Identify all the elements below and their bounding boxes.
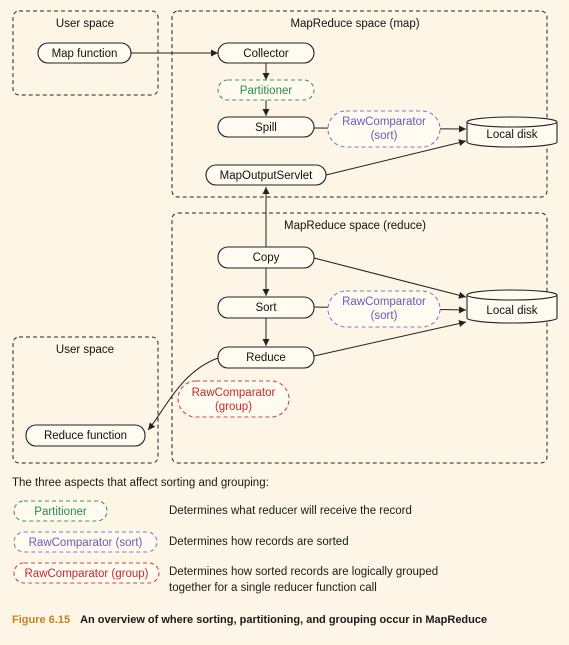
legend-partitioner-swatch xyxy=(13,500,108,522)
reduce-space-label: MapReduce space (reduce) xyxy=(284,220,426,232)
figure-caption: Figure 6.15 An overview of where sorting,… xyxy=(12,614,487,626)
rawcomparator-group-label-2: (group) xyxy=(215,401,252,413)
legend-group-desc-2: together for a single reducer function c… xyxy=(169,582,377,594)
sort-node xyxy=(217,296,315,319)
map-output-servlet-label: MapOutputServlet xyxy=(220,170,313,182)
edge-reduce-to-function xyxy=(147,357,219,431)
rawcomparator-sort-reduce-label-1: RawComparator xyxy=(342,296,426,308)
map-space-region xyxy=(171,10,548,198)
partitioner-label: Partitioner xyxy=(240,85,293,97)
map-space-label: MapReduce space (map) xyxy=(290,18,419,30)
local-disk-reduce-label: Local disk xyxy=(486,305,537,317)
collector-node xyxy=(217,42,315,64)
edge-servlet-from-disk xyxy=(325,139,467,176)
figure-caption-text: An overview of where sorting, partitioni… xyxy=(80,614,488,626)
legend-partitioner-label: Partitioner xyxy=(34,506,87,518)
local-disk-map-icon xyxy=(466,116,558,148)
map-function-label: Map function xyxy=(52,48,118,60)
user-space-top-label: User space xyxy=(56,18,114,30)
legend-sort-label: RawComparator (sort) xyxy=(29,537,143,549)
map-function-node xyxy=(37,42,132,64)
partitioner-node xyxy=(217,79,315,101)
collector-label: Collector xyxy=(243,48,289,60)
rawcomparator-sort-map-label-1: RawComparator xyxy=(342,116,426,128)
copy-node xyxy=(217,246,315,269)
reduce-function-node xyxy=(25,424,146,447)
user-space-bottom-region xyxy=(12,336,159,464)
edge-reduce-from-disk xyxy=(313,320,467,357)
spill-node xyxy=(217,116,315,138)
reduce-node xyxy=(217,346,315,369)
reduce-label: Reduce xyxy=(246,352,286,364)
local-disk-reduce-icon xyxy=(466,289,558,324)
legend-group-swatch xyxy=(13,562,160,584)
rawcomparator-sort-reduce-label-2: (sort) xyxy=(371,310,398,322)
legend-partitioner-desc: Determines what reducer will receive the… xyxy=(169,505,412,517)
user-space-bottom-label: User space xyxy=(56,344,114,356)
rawcomparator-group-node xyxy=(177,380,290,418)
legend-group-label: RawComparator (group) xyxy=(25,568,149,580)
edge-copy-to-disk xyxy=(313,257,467,299)
map-output-servlet-node xyxy=(205,164,327,186)
legend-sort-desc: Determines how records are sorted xyxy=(169,536,349,548)
rawcomparator-sort-map-node xyxy=(327,110,441,148)
reduce-function-label: Reduce function xyxy=(44,430,127,442)
copy-label: Copy xyxy=(253,252,280,264)
legend-sort-swatch xyxy=(13,531,158,553)
rawcomparator-group-label-1: RawComparator xyxy=(192,387,276,399)
local-disk-map-label: Local disk xyxy=(486,129,537,141)
sort-label: Sort xyxy=(255,302,277,314)
rawcomparator-sort-map-label-2: (sort) xyxy=(371,130,398,142)
legend-intro: The three aspects that affect sorting an… xyxy=(12,477,269,489)
legend-group-desc-1: Determines how sorted records are logica… xyxy=(169,566,439,578)
reduce-space-region xyxy=(171,212,548,464)
figure-number: Figure 6.15 xyxy=(12,614,71,626)
rawcomparator-sort-reduce-node xyxy=(327,290,441,328)
spill-label: Spill xyxy=(255,122,277,134)
